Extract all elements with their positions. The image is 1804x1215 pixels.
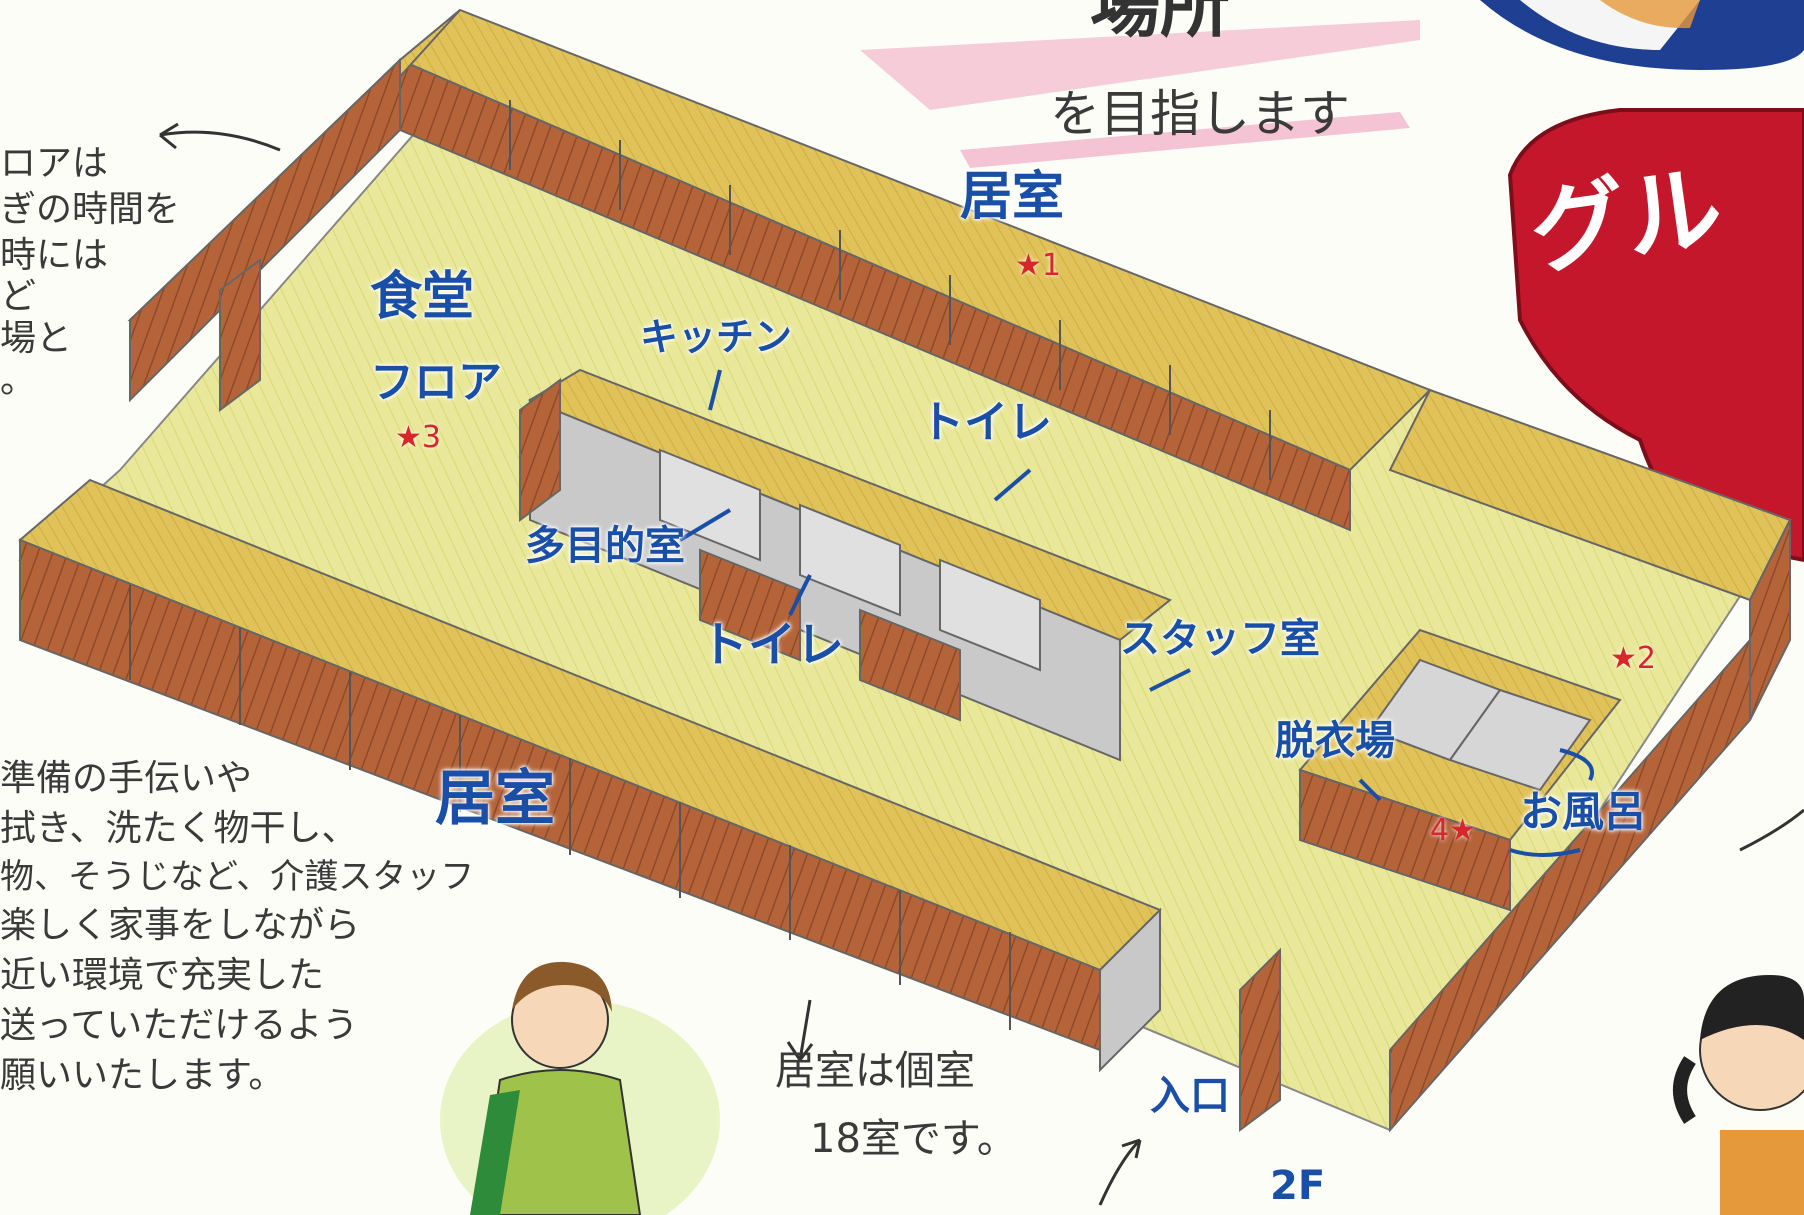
marker-star-2: ★2 (1610, 641, 1656, 676)
pillar-dining (219, 258, 261, 412)
rooms-note-line2: 18室です。 (810, 1116, 1017, 1162)
note-line: 近い環境で充実した (0, 955, 325, 997)
note-line: ど (0, 276, 37, 318)
marker-star-1: ★1 (1015, 248, 1061, 283)
header-pink-underline (960, 112, 1410, 168)
entrance-wall (1239, 947, 1281, 1132)
note-line: 送っていただけるよう (0, 1004, 359, 1046)
note-line: 拭き、洗たく物干し、 (0, 807, 358, 849)
note-line: 時には (0, 234, 109, 276)
room-dividers-top (509, 100, 1271, 480)
bath-cells (1368, 658, 1592, 792)
note-line: 楽しく家事をしながら (0, 905, 361, 947)
rooms-note-line1: 居室は個室 (775, 1048, 975, 1094)
wall-right-lower-face (1389, 637, 1751, 1133)
central-block-cells (659, 448, 1041, 722)
corridor-wall (1099, 907, 1161, 1073)
left-note-top: ロアは ぎの時間を 時には ど 場と 。 (0, 145, 200, 400)
label-kitchen: キッチン (640, 315, 793, 359)
note-line: 願いいたします。 (0, 1054, 285, 1096)
note-line: ぎの時間を (0, 188, 181, 230)
note-line: 場と (0, 318, 73, 360)
pillar-kitchen (519, 378, 561, 522)
marker-star-3: ★3 (395, 420, 441, 455)
label-room-bottom: 居室 (435, 764, 555, 834)
annotation-arrows (159, 122, 1804, 1206)
header-pink-stroke (860, 20, 1420, 110)
character-bottom-right (1673, 975, 1804, 1215)
label-multipurpose: 多目的室 (525, 523, 685, 569)
label-changing-room: 脱衣場 (1275, 718, 1395, 764)
character-bottom-left (440, 961, 720, 1215)
header-subtitle: を目指します (1050, 85, 1350, 143)
group-banner-label: グル (1523, 151, 1729, 289)
label-floor-level: 2F (1270, 1163, 1326, 1209)
label-bath: お風呂 (1520, 787, 1647, 836)
label-dining: 食堂 (370, 267, 475, 327)
label-floor: フロア (370, 357, 502, 408)
label-toilet-lower: トイレ (700, 617, 845, 673)
left-note-bottom: 準備の手伝いや 拭き、洗たく物干し、 物、そうじなど、介護スタッフ 楽しく家事を… (0, 758, 475, 1096)
marker-star-4: 4★ (1430, 813, 1476, 848)
label-staff-room: スタッフ室 (1120, 616, 1320, 662)
note-line: 。 (0, 359, 37, 401)
label-arrows (678, 369, 1594, 857)
room-dividers-bottom (129, 585, 1011, 1030)
header-title-fragment: 場所 (1090, 0, 1230, 47)
note-line: 準備の手伝いや (0, 758, 253, 799)
note-line: 物、そうじなど、介護スタッフ (0, 856, 475, 897)
label-entrance: 入口 (1150, 1073, 1230, 1119)
label-toilet-upper: トイレ (920, 397, 1052, 448)
bath-block-face (1299, 768, 1511, 912)
wall-left-face (129, 57, 401, 403)
note-line: ロアは (0, 143, 109, 184)
label-room-top: 居室 (960, 167, 1065, 227)
